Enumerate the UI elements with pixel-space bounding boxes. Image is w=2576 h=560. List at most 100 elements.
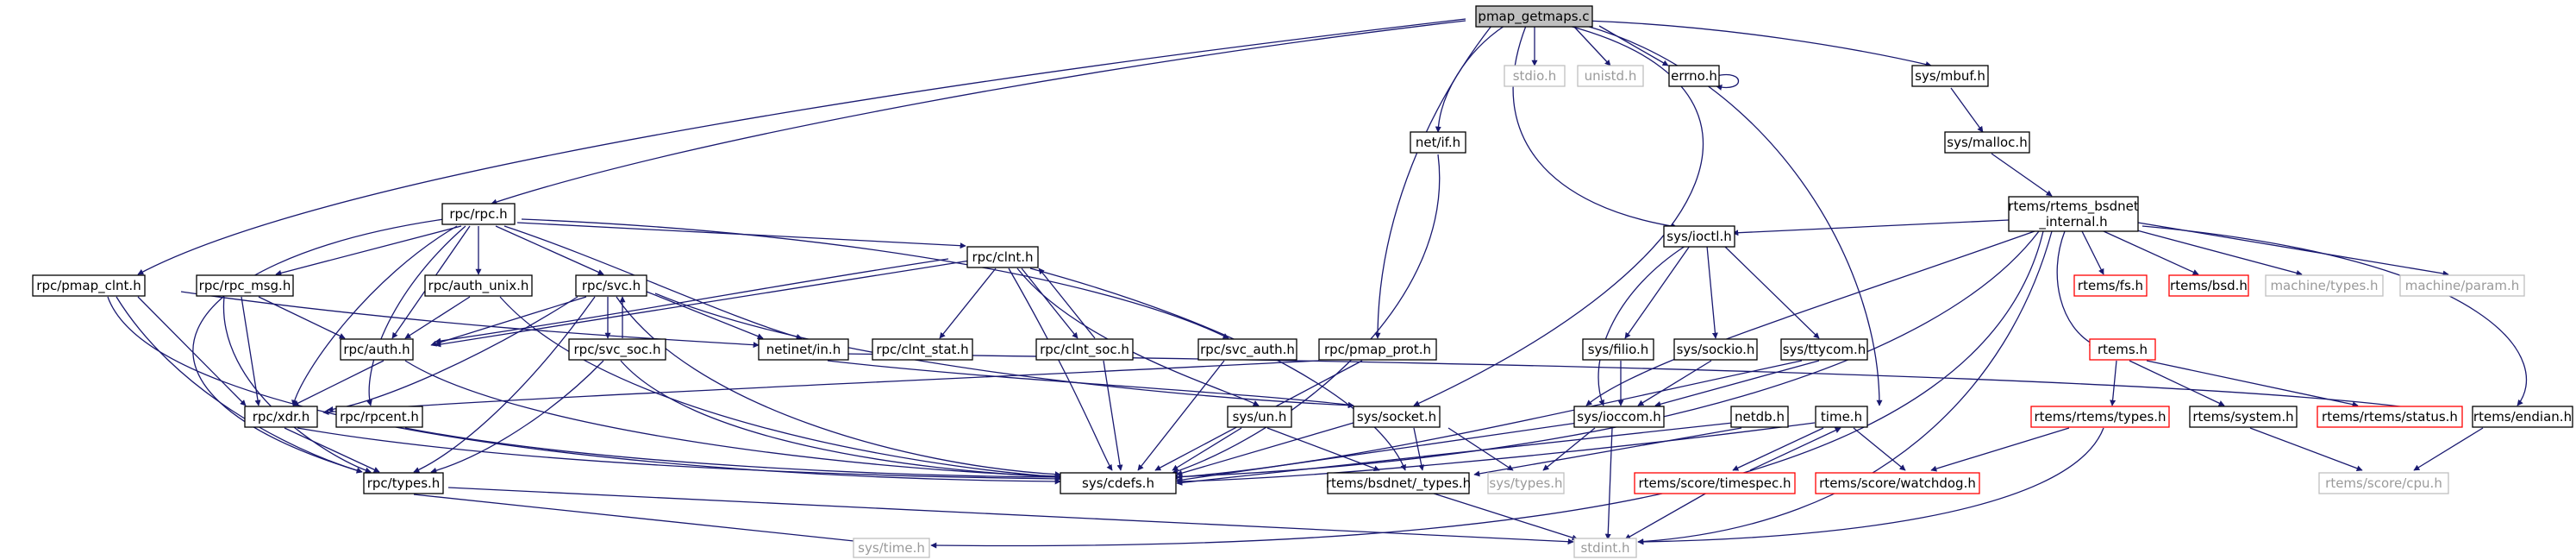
edge-root-errno [1598,25,1669,66]
node-netinet-in-h[interactable]: netinet/in.h [758,338,849,361]
node-rpc-svc-h[interactable]: rpc/svc.h [575,274,647,297]
node-netdb-h[interactable]: netdb.h [1730,406,1789,428]
node-label: rpc/types.h [367,475,441,491]
node-label-line2: _internal.h [2038,214,2107,230]
edge-rpcent-cdefs [404,427,1061,481]
node-unistd-h[interactable]: unistd.h [1577,65,1644,87]
node-machine-param-h[interactable]: machine/param.h [2399,274,2525,297]
node-stdio-h[interactable]: stdio.h [1504,65,1566,87]
node-machine-types-h[interactable]: machine/types.h [2265,274,2384,297]
node-rtems-score-cpu-h[interactable]: rtems/score/cpu.h [2318,472,2449,494]
node-rpc-xdr-h[interactable]: rpc/xdr.h [244,406,318,428]
node-sys-ioccom-h[interactable]: sys/ioccom.h [1573,406,1665,428]
node-label: rpc/rpc_msg.h [199,278,291,294]
node-rpc-pmap-prot-h[interactable]: rpc/pmap_prot.h [1318,338,1437,361]
edge-svc-auth [430,296,587,347]
edge-rpc-rpcent [366,225,466,406]
edge-auth-cdefs [404,360,1061,480]
edge-auth-xdr [292,360,385,406]
edge-socket-cdefs [1176,422,1354,476]
node-label: rtems/bsd.h [2170,278,2248,293]
edge-bsdnet-ioctl [1732,219,2010,236]
node-rpc-svc-auth-h[interactable]: rpc/svc_auth.h [1197,338,1297,361]
node-time-h[interactable]: time.h [1815,406,1868,428]
node-label: sys/ioccom.h [1577,409,1660,425]
edge-netinet-endian [840,353,2445,415]
node-errno-h[interactable]: errno.h [1668,65,1720,87]
node-rtems-system-h[interactable]: rtems/system.h [2189,406,2298,428]
node-label: rpc/pmap_prot.h [1324,342,1431,358]
edge-clnt-auth [435,260,971,348]
node-rpc-auth-unix-h[interactable]: rpc/auth_unix.h [424,274,533,297]
edge-svc-socket [654,293,1354,409]
node-sys-malloc-h[interactable]: sys/malloc.h [1944,131,2030,154]
edge-time-cdefs [1176,422,1816,485]
node-rtems-bsdnet-internal-h[interactable]: rtems/rtems_bsdnet _internal.h [2008,196,2139,232]
edge-root-netdb [1585,25,1883,406]
node-sys-cdefs-h[interactable]: sys/cdefs.h [1060,472,1177,494]
node-label: rtems/score/watchdog.h [1819,475,1976,491]
edge-rtems-status [2146,360,2359,408]
edge-ioctl-sockio [1706,245,1718,339]
node-sys-socket-h[interactable]: sys/socket.h [1353,406,1441,428]
edge-sockio-ioccom [1637,360,1712,406]
edge-rpcmsg-auth [258,296,346,339]
node-label: rtems/endian.h [2473,409,2572,425]
node-pmap-getmaps-c[interactable]: pmap_getmaps.c [1475,5,1593,28]
node-rtems-rtems-status-h[interactable]: rtems/rtems/status.h [2317,406,2463,428]
edge-mbuf-malloc [1950,87,1984,133]
node-rtems-bsdnet-types-h[interactable]: rtems/bsdnet/_types.h [1326,472,1471,494]
node-rtems-h[interactable]: rtems.h [2089,338,2156,361]
node-rpc-pmap-clnt-h[interactable]: rpc/pmap_clnt.h [32,274,146,297]
node-rpc-rpc-h[interactable]: rpc/rpc.h [441,203,516,225]
edge-svc-types [413,296,596,473]
edge-socket-sys-types [1447,427,1514,471]
node-label: pmap_getmaps.c [1478,9,1589,25]
node-label: net/if.h [1416,135,1460,150]
edge-bsdnet-bsd [2103,230,2199,275]
node-net-if-h[interactable]: net/if.h [1410,131,1466,154]
node-rpc-rpc-msg-h[interactable]: rpc/rpc_msg.h [196,274,294,297]
node-label: rpc/rpc.h [449,206,507,222]
node-rpc-clnt-h[interactable]: rpc/clnt.h [966,246,1039,268]
node-sys-mbuf-h[interactable]: sys/mbuf.h [1911,65,1989,87]
node-rtems-endian-h[interactable]: rtems/endian.h [2472,406,2573,428]
node-rtems-rtems-types-h[interactable]: rtems/rtems/types.h [2030,406,2170,428]
edge-rpcmsg-xdr [241,296,261,406]
node-label: rtems/fs.h [2078,278,2143,293]
node-label: rtems/system.h [2192,409,2293,425]
node-sys-ioctl-h[interactable]: sys/ioctl.h [1663,225,1735,248]
node-label: netdb.h [1735,409,1785,425]
node-sys-sockio-h[interactable]: sys/sockio.h [1673,338,1758,361]
node-rpc-rpcent-h[interactable]: rpc/rpcent.h [335,406,423,428]
node-label: sys/un.h [1233,409,1287,425]
edge-pmapclnt-types [116,296,363,474]
node-sys-filio-h[interactable]: sys/filio.h [1582,338,1654,361]
edge-root-sys-socket [1413,25,1704,406]
node-rtems-fs-h[interactable]: rtems/fs.h [2073,274,2148,297]
node-rpc-clnt-soc-h[interactable]: rpc/clnt_soc.h [1035,338,1134,361]
node-sys-ttycom-h[interactable]: sys/ttycom.h [1780,338,1868,361]
node-label: sys/sockio.h [1677,342,1755,357]
edge-clntsoc-cdefs [1103,360,1123,471]
node-sys-types-h[interactable]: sys/types.h [1487,472,1565,494]
node-rtems-score-watchdog-h[interactable]: rtems/score/watchdog.h [1815,472,1980,494]
node-rpc-auth-h[interactable]: rpc/auth.h [340,338,414,361]
node-label: sys/mbuf.h [1915,68,1985,84]
node-label: rpc/auth.h [343,342,410,357]
node-sys-un-h[interactable]: sys/un.h [1227,406,1292,428]
node-label: sys/cdefs.h [1082,475,1154,491]
node-rpc-svc-soc-h[interactable]: rpc/svc_soc.h [568,338,666,361]
node-label: sys/malloc.h [1947,135,2027,150]
edge-pmapprot-xdr [322,360,1320,415]
node-rtems-bsd-h[interactable]: rtems/bsd.h [2168,274,2249,297]
node-rpc-clnt-stat-h[interactable]: rpc/clnt_stat.h [872,338,973,361]
node-rtems-score-timespec-h[interactable]: rtems/score/timespec.h [1634,472,1796,494]
node-rpc-types-h[interactable]: rpc/types.h [363,472,444,494]
node-stdint-h[interactable]: stdint.h [1573,538,1637,558]
edge-rtems-system [2129,360,2225,406]
edge-clnt-clntsoc [1021,267,1079,339]
edge-bsdnet-types-stdint [1430,492,1579,541]
node-sys-time-h[interactable]: sys/time.h [853,538,930,558]
node-label: sys/ttycom.h [1783,342,1866,357]
